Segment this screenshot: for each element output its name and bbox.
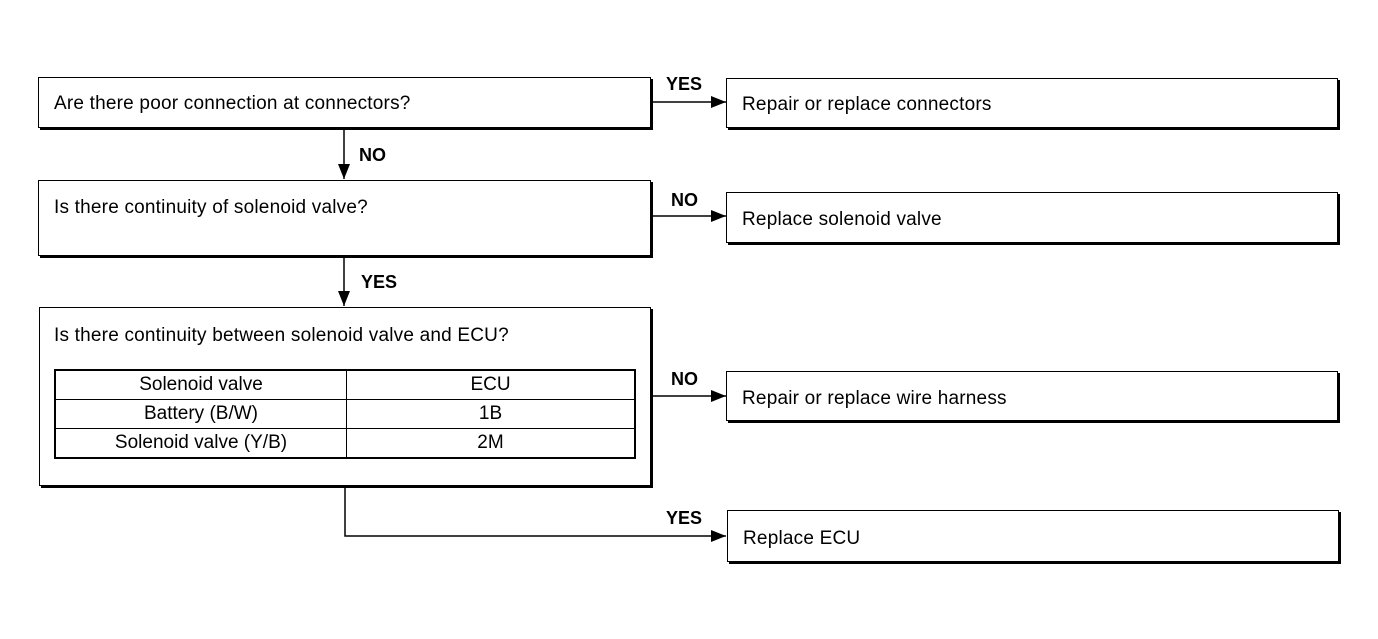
- step1-question-box: [38, 77, 651, 128]
- step3-result: Repair or replace wire harness: [742, 388, 1007, 409]
- step3-result-box: [726, 371, 1338, 421]
- step3-question: Is there continuity between solenoid val…: [54, 325, 509, 346]
- table-cell: Solenoid valve (Y/B): [54, 428, 347, 459]
- table-header-row: Solenoid valve ECU: [54, 369, 636, 400]
- step2-question: Is there continuity of solenoid valve?: [54, 197, 368, 218]
- table-row: Solenoid valve (Y/B) 2M: [54, 428, 636, 459]
- table-header-cell: ECU: [346, 369, 636, 400]
- table-header-cell: Solenoid valve: [54, 369, 347, 400]
- table-cell: 1B: [346, 399, 636, 429]
- table-row: Battery (B/W) 1B: [54, 399, 636, 429]
- table-cell: 2M: [346, 428, 636, 459]
- step2-yes-label: YES: [361, 272, 398, 292]
- step1-yes-label: YES: [666, 74, 703, 94]
- step1-question: Are there poor connection at connectors?: [54, 93, 411, 114]
- step3-yes-label: YES: [666, 508, 703, 528]
- final-result: Replace ECU: [743, 528, 861, 549]
- final-result-box: [727, 510, 1339, 562]
- step2-result: Replace solenoid valve: [742, 209, 942, 230]
- arrow-step3-yes: [344, 486, 726, 542]
- continuity-table: Solenoid valve ECU Battery (B/W) 1B Sole…: [54, 369, 636, 459]
- step1-no-label: NO: [359, 145, 386, 165]
- step2-question-box: [38, 180, 651, 256]
- step2-no-label: NO: [671, 190, 698, 210]
- table-cell: Battery (B/W): [54, 399, 347, 429]
- step3-no-label: NO: [671, 369, 698, 389]
- step1-result: Repair or replace connectors: [742, 94, 992, 115]
- step1-result-box: [726, 78, 1338, 128]
- step2-result-box: [726, 192, 1338, 243]
